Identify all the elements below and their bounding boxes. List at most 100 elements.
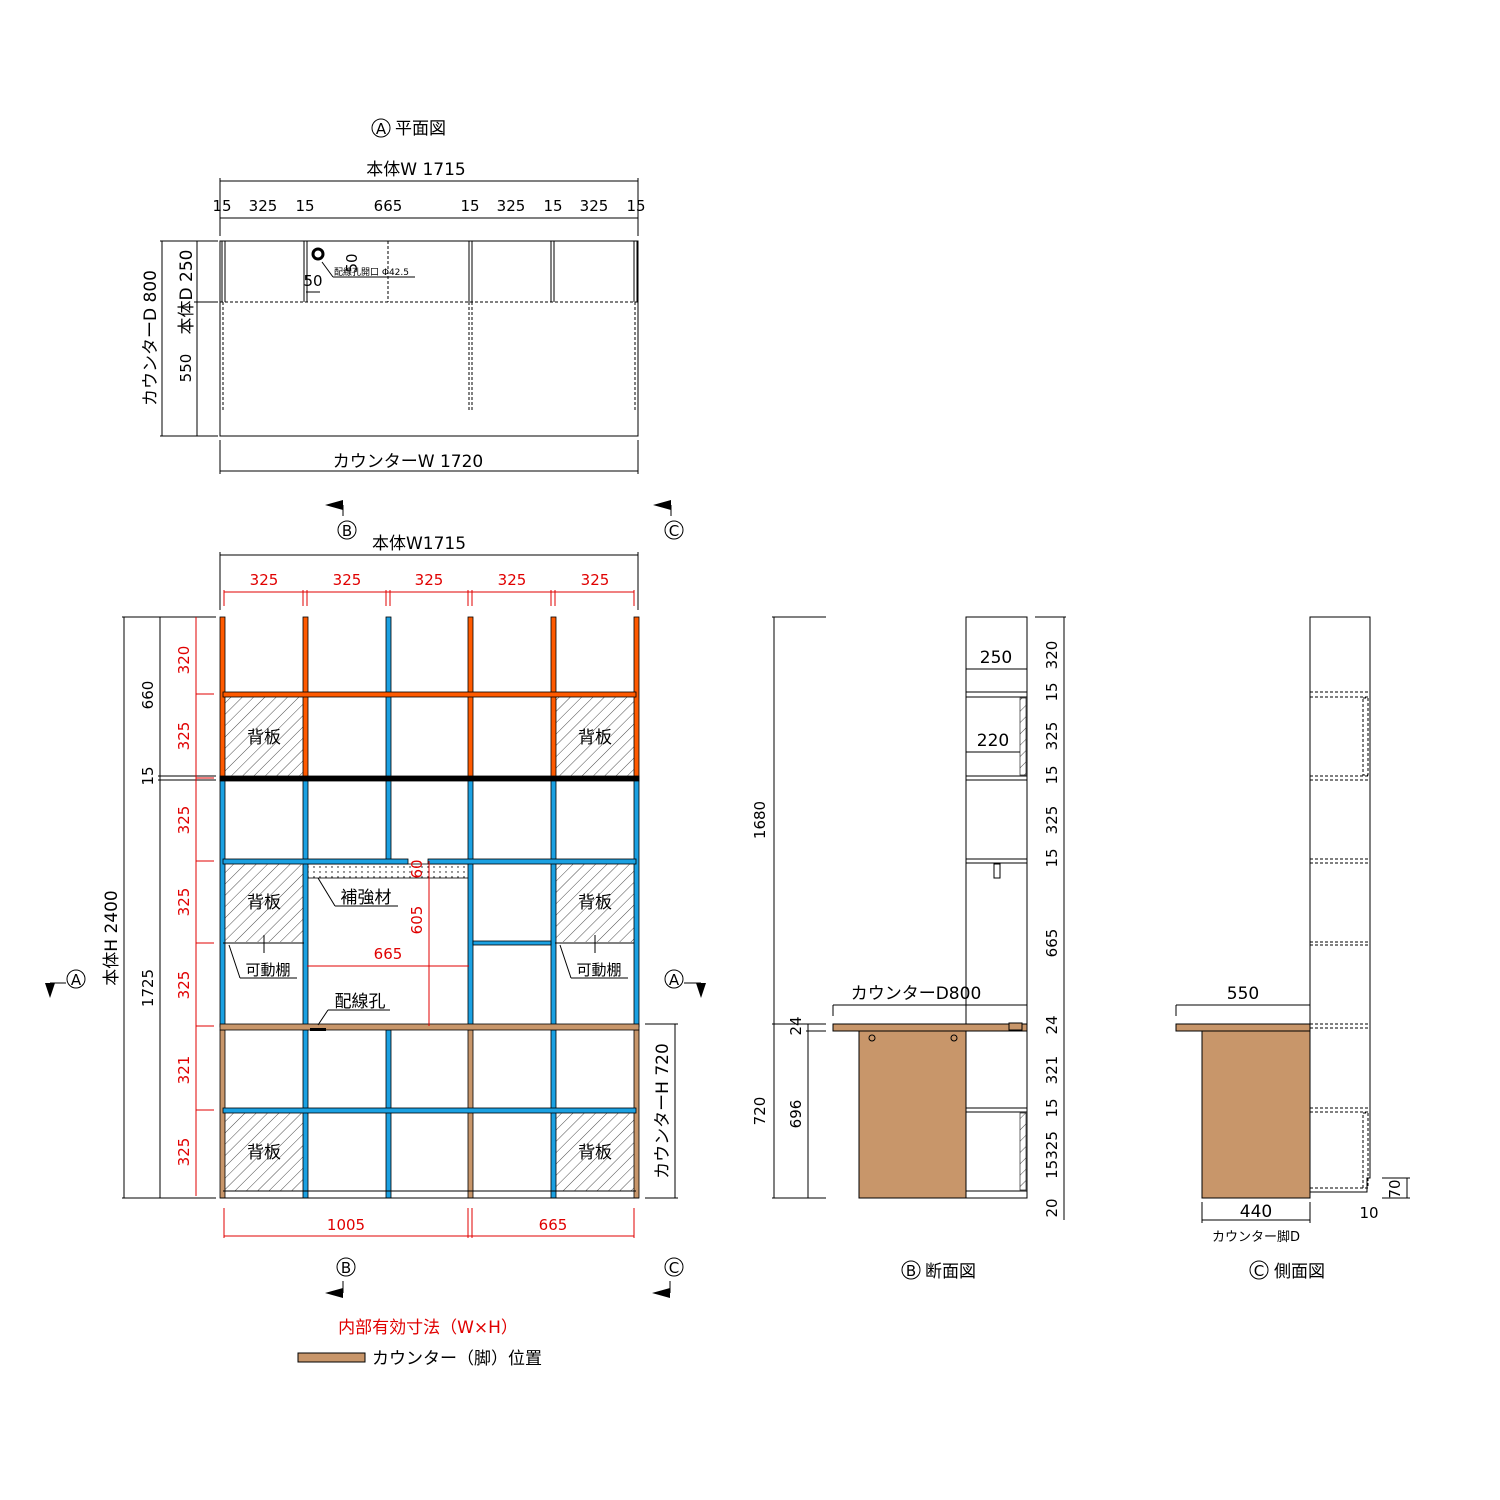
reinforcement-label: 補強材 xyxy=(341,888,392,908)
inner-width: 325 xyxy=(250,571,279,589)
right-dim: 665 xyxy=(1043,929,1061,958)
right-dim: 325 xyxy=(1043,806,1061,835)
inner-height: 325 xyxy=(175,1138,193,1167)
right-dim: 15325 xyxy=(1043,1131,1061,1179)
gap-dim: 10 xyxy=(1359,1204,1378,1222)
side-marker-letter: C xyxy=(1254,1262,1264,1280)
front-elevation: 本体W1715 325 325 325 325 325 背板 背板 背板 背板 … xyxy=(102,534,678,1238)
total-height-label: 本体H 2400 xyxy=(102,890,122,985)
reinforcement-board xyxy=(306,863,470,879)
hole-offset-y: 50 xyxy=(343,253,361,272)
side-title: 側面図 xyxy=(1274,1262,1325,1282)
counter-width: カウンターW 1720 xyxy=(333,452,483,472)
plan-segment-dims: 15 325 15 665 15 325 15 325 15 xyxy=(212,197,645,215)
inner-height: 321 xyxy=(175,1056,193,1085)
counter-depth-label: カウンターD800 xyxy=(851,984,982,1004)
inner-width: 325 xyxy=(333,571,362,589)
inner-height: 325 xyxy=(175,888,193,917)
legend-inner-dims: 内部有効寸法（W×H） xyxy=(338,1318,518,1338)
right-dim: 20 xyxy=(1043,1198,1061,1217)
dim: 15 xyxy=(460,197,479,215)
marker-c-bottom: C xyxy=(669,1259,679,1277)
joint-dim: 15 xyxy=(139,766,157,785)
upper-height-dim: 1680 xyxy=(751,801,769,839)
backboard-label: 背板 xyxy=(247,893,281,913)
counter-swatch xyxy=(297,1352,366,1363)
marker-b-top: B xyxy=(342,522,352,540)
backboard-label: 背板 xyxy=(247,728,281,748)
dim: 15 xyxy=(626,197,645,215)
inner-width: 325 xyxy=(581,571,610,589)
legend-counter-position: カウンター（脚）位置 xyxy=(372,1349,542,1369)
leg-depth-dim: 440 xyxy=(1240,1202,1272,1222)
depth-top-dim: 250 xyxy=(980,648,1012,668)
inner-width: 325 xyxy=(415,571,444,589)
circle-marker-icon xyxy=(371,118,391,138)
section-view: 250 220 カウンターD800 1680 720 24 696 320 15… xyxy=(751,616,1066,1282)
dim: 325 xyxy=(580,197,609,215)
overhang-dim: 550 xyxy=(1227,984,1259,1004)
marker-a-left: A xyxy=(71,971,82,989)
leg-height-dim: 696 xyxy=(787,1100,805,1129)
kick-dim: 70 xyxy=(1386,1179,1404,1198)
section-marker-letter: B xyxy=(906,1262,916,1280)
dim: 15 xyxy=(212,197,231,215)
marker-a-right: A xyxy=(669,971,680,989)
wiring-hole-icon xyxy=(311,247,325,261)
backboards xyxy=(224,697,635,1191)
section-markers: B C B C A A xyxy=(45,500,706,1298)
section-title: 断面図 xyxy=(925,1262,976,1282)
inner-height: 320 xyxy=(175,646,193,675)
plan-view: A 平面図 本体W 1715 15 325 15 665 15 325 15 3… xyxy=(141,118,646,474)
counter-outline xyxy=(219,240,639,437)
counter-top xyxy=(832,1023,1028,1032)
dim: 15 xyxy=(295,197,314,215)
legend: 内部有効寸法（W×H） カウンター（脚）位置 xyxy=(297,1318,542,1369)
plan-title: 平面図 xyxy=(395,119,446,139)
opening-width-dim: 665 xyxy=(374,945,403,963)
backboard-label: 背板 xyxy=(578,893,612,913)
plan-marker-letter: A xyxy=(376,120,387,138)
elevation-width-label: 本体W1715 xyxy=(372,534,466,554)
backboard-label: 背板 xyxy=(578,1143,612,1163)
counter-leg xyxy=(858,1030,967,1199)
right-dim: 325 xyxy=(1043,722,1061,751)
wiring-hole-label: 配線孔 xyxy=(335,992,386,1012)
counter-leg xyxy=(1201,1030,1311,1199)
right-dim: 15 xyxy=(1043,682,1061,701)
opening-top-dim: 60 xyxy=(408,859,426,878)
opening-height-dim: 605 xyxy=(408,906,426,935)
dim: 665 xyxy=(374,197,403,215)
inner-width: 325 xyxy=(498,571,527,589)
counter-top xyxy=(1175,1023,1311,1032)
counter-height-dim: 720 xyxy=(751,1097,769,1126)
body-depth: 本体D 250 xyxy=(177,250,197,335)
hole-label: 配線孔開口 Φ42.5 xyxy=(334,266,409,278)
backboard-label: 背板 xyxy=(578,728,612,748)
depth-total: カウンターD 800 xyxy=(141,270,161,406)
marker-b-bottom: B xyxy=(341,1259,351,1277)
inner-height: 325 xyxy=(175,806,193,835)
backboard-label: 背板 xyxy=(247,1143,281,1163)
upper-height-dim: 660 xyxy=(139,681,157,710)
counter-height-label: カウンターH 720 xyxy=(653,1043,673,1179)
side-view: 550 440 カウンター脚D 10 70 C 側面図 xyxy=(1175,616,1410,1282)
right-dim: 320 xyxy=(1043,641,1061,670)
bottom-width: 665 xyxy=(539,1216,568,1234)
leg-depth-label: カウンター脚D xyxy=(1212,1229,1300,1245)
dim: 325 xyxy=(249,197,278,215)
dim: 15 xyxy=(543,197,562,215)
counter-rest-depth: 550 xyxy=(177,354,195,383)
marker-c-top: C xyxy=(669,522,679,540)
right-dim: 15 xyxy=(1043,765,1061,784)
movable-shelf-label: 可動棚 xyxy=(576,961,621,979)
depth-inner-dim: 220 xyxy=(977,731,1009,751)
right-dim: 321 xyxy=(1043,1056,1061,1085)
bottom-width: 1005 xyxy=(327,1216,365,1234)
lower-height-dim: 1725 xyxy=(139,969,157,1007)
inner-height: 325 xyxy=(175,722,193,751)
dim: 325 xyxy=(497,197,526,215)
right-dim: 15 xyxy=(1043,1098,1061,1117)
right-dim: 24 xyxy=(1043,1015,1061,1034)
